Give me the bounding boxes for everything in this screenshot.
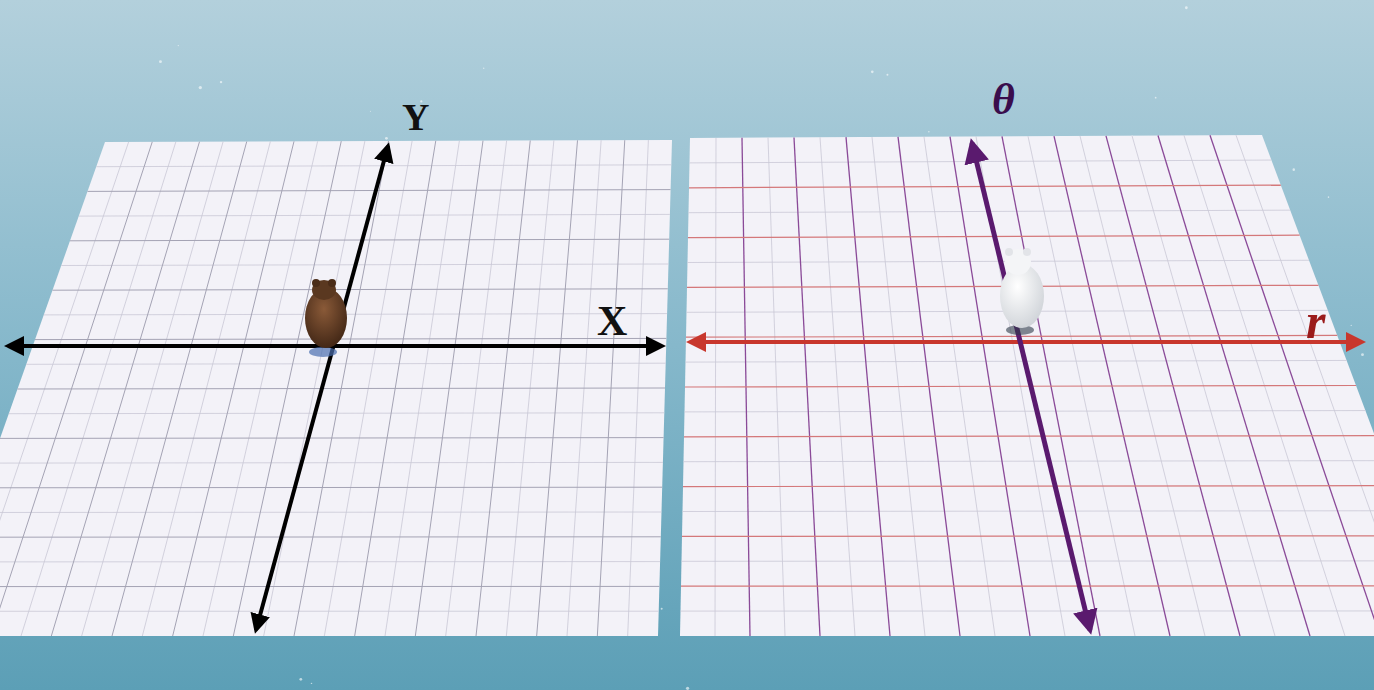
grid-line <box>681 585 1374 586</box>
star <box>6 347 7 348</box>
bear-ear <box>312 279 320 287</box>
axis-label: Y <box>402 98 429 136</box>
star <box>178 45 179 46</box>
star <box>1350 325 1351 326</box>
star <box>199 86 202 89</box>
star <box>871 70 874 73</box>
star <box>385 137 388 140</box>
grid-line <box>0 462 663 464</box>
grid-line <box>682 560 1374 561</box>
grid-line <box>0 437 664 439</box>
star <box>483 68 484 69</box>
grid-line <box>0 586 659 587</box>
grid-line <box>686 360 1347 362</box>
star <box>1185 6 1188 9</box>
y-axis <box>256 146 388 630</box>
theta-axis <box>972 143 1090 630</box>
grid-line <box>685 411 1366 412</box>
grid-line <box>53 289 668 290</box>
bear-ear <box>1005 248 1013 256</box>
star <box>686 687 689 690</box>
star <box>928 131 929 132</box>
axis-label: θ <box>992 78 1015 122</box>
grid-line <box>0 487 662 489</box>
star <box>1155 97 1157 99</box>
star <box>220 81 222 83</box>
bear-head <box>1005 249 1031 275</box>
plane-surface <box>0 140 672 636</box>
star <box>299 678 302 681</box>
star <box>1292 168 1295 171</box>
grid-line <box>18 388 666 389</box>
cartesian-plane <box>0 140 672 636</box>
star <box>311 683 312 684</box>
grid-line <box>35 338 666 339</box>
star <box>886 74 888 76</box>
bear-shadow <box>309 347 337 357</box>
grid-line <box>70 239 669 241</box>
grid-line <box>684 461 1374 462</box>
grid-line <box>0 536 661 537</box>
grid-line <box>682 535 1374 537</box>
grid-line <box>686 335 1337 337</box>
grid-line <box>690 160 1272 163</box>
brown-bear <box>305 279 347 357</box>
axis-label: X <box>597 300 627 342</box>
grid-line <box>681 610 1374 611</box>
grid-line <box>684 436 1374 437</box>
axis-label: r <box>1306 296 1325 346</box>
grid-line <box>0 512 662 514</box>
axes <box>8 143 1362 630</box>
bear-ear <box>1023 248 1031 256</box>
star <box>1361 353 1364 356</box>
polar-plane <box>680 135 1374 636</box>
star <box>370 111 371 112</box>
bear-ear <box>328 279 336 287</box>
star <box>1328 196 1330 198</box>
grid-line <box>0 561 660 562</box>
grid-line <box>88 190 671 192</box>
bear-head <box>312 280 336 300</box>
plane-surface <box>680 135 1374 636</box>
r-axis <box>690 340 1362 344</box>
grid-line <box>0 611 659 612</box>
star <box>661 608 663 610</box>
white-bear <box>1000 248 1044 335</box>
grid-line <box>683 510 1374 512</box>
star <box>159 60 162 63</box>
grid-line <box>685 386 1356 388</box>
grid-line <box>683 485 1374 487</box>
